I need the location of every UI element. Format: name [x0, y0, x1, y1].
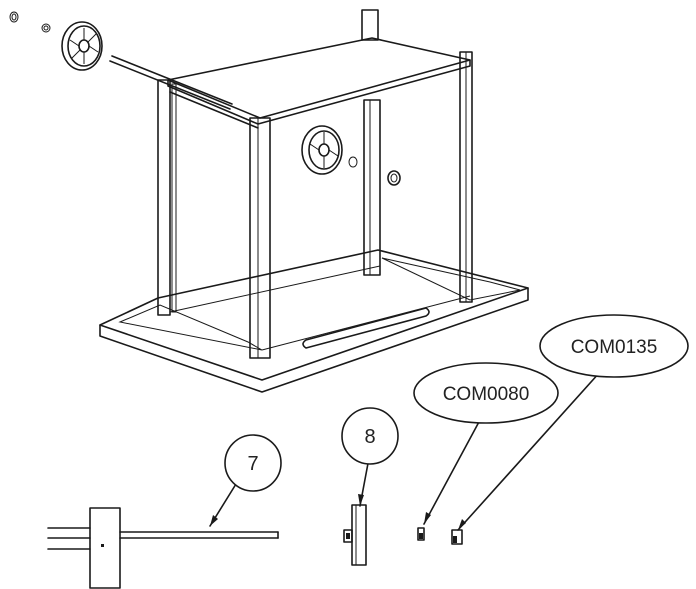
frame-uprights: [157, 9, 473, 359]
callout-8-label: 8: [364, 426, 375, 448]
com0080-part: [417, 527, 425, 541]
part-8-drawing: [343, 504, 367, 566]
callout-com0080-label: COM0080: [443, 384, 530, 405]
frame-top-shelf: [167, 37, 471, 125]
callout-leaders: [209, 371, 601, 531]
callout-com0135: COM0135: [539, 314, 689, 378]
callout-7-label: 7: [247, 453, 258, 475]
wheel-loose: [61, 21, 103, 71]
frame-bottom-tray: [99, 249, 529, 393]
com0135-part: [451, 529, 463, 545]
callout-com0135-label: COM0135: [571, 337, 658, 358]
washer-and-nut: [9, 11, 51, 33]
axle-rod: [109, 55, 233, 110]
callout-8: 8: [341, 407, 399, 465]
wheel-mounted: [301, 125, 401, 186]
part-7-drawing: [47, 507, 279, 589]
callout-com0080: COM0080: [413, 362, 559, 424]
callout-7: 7: [224, 434, 282, 492]
